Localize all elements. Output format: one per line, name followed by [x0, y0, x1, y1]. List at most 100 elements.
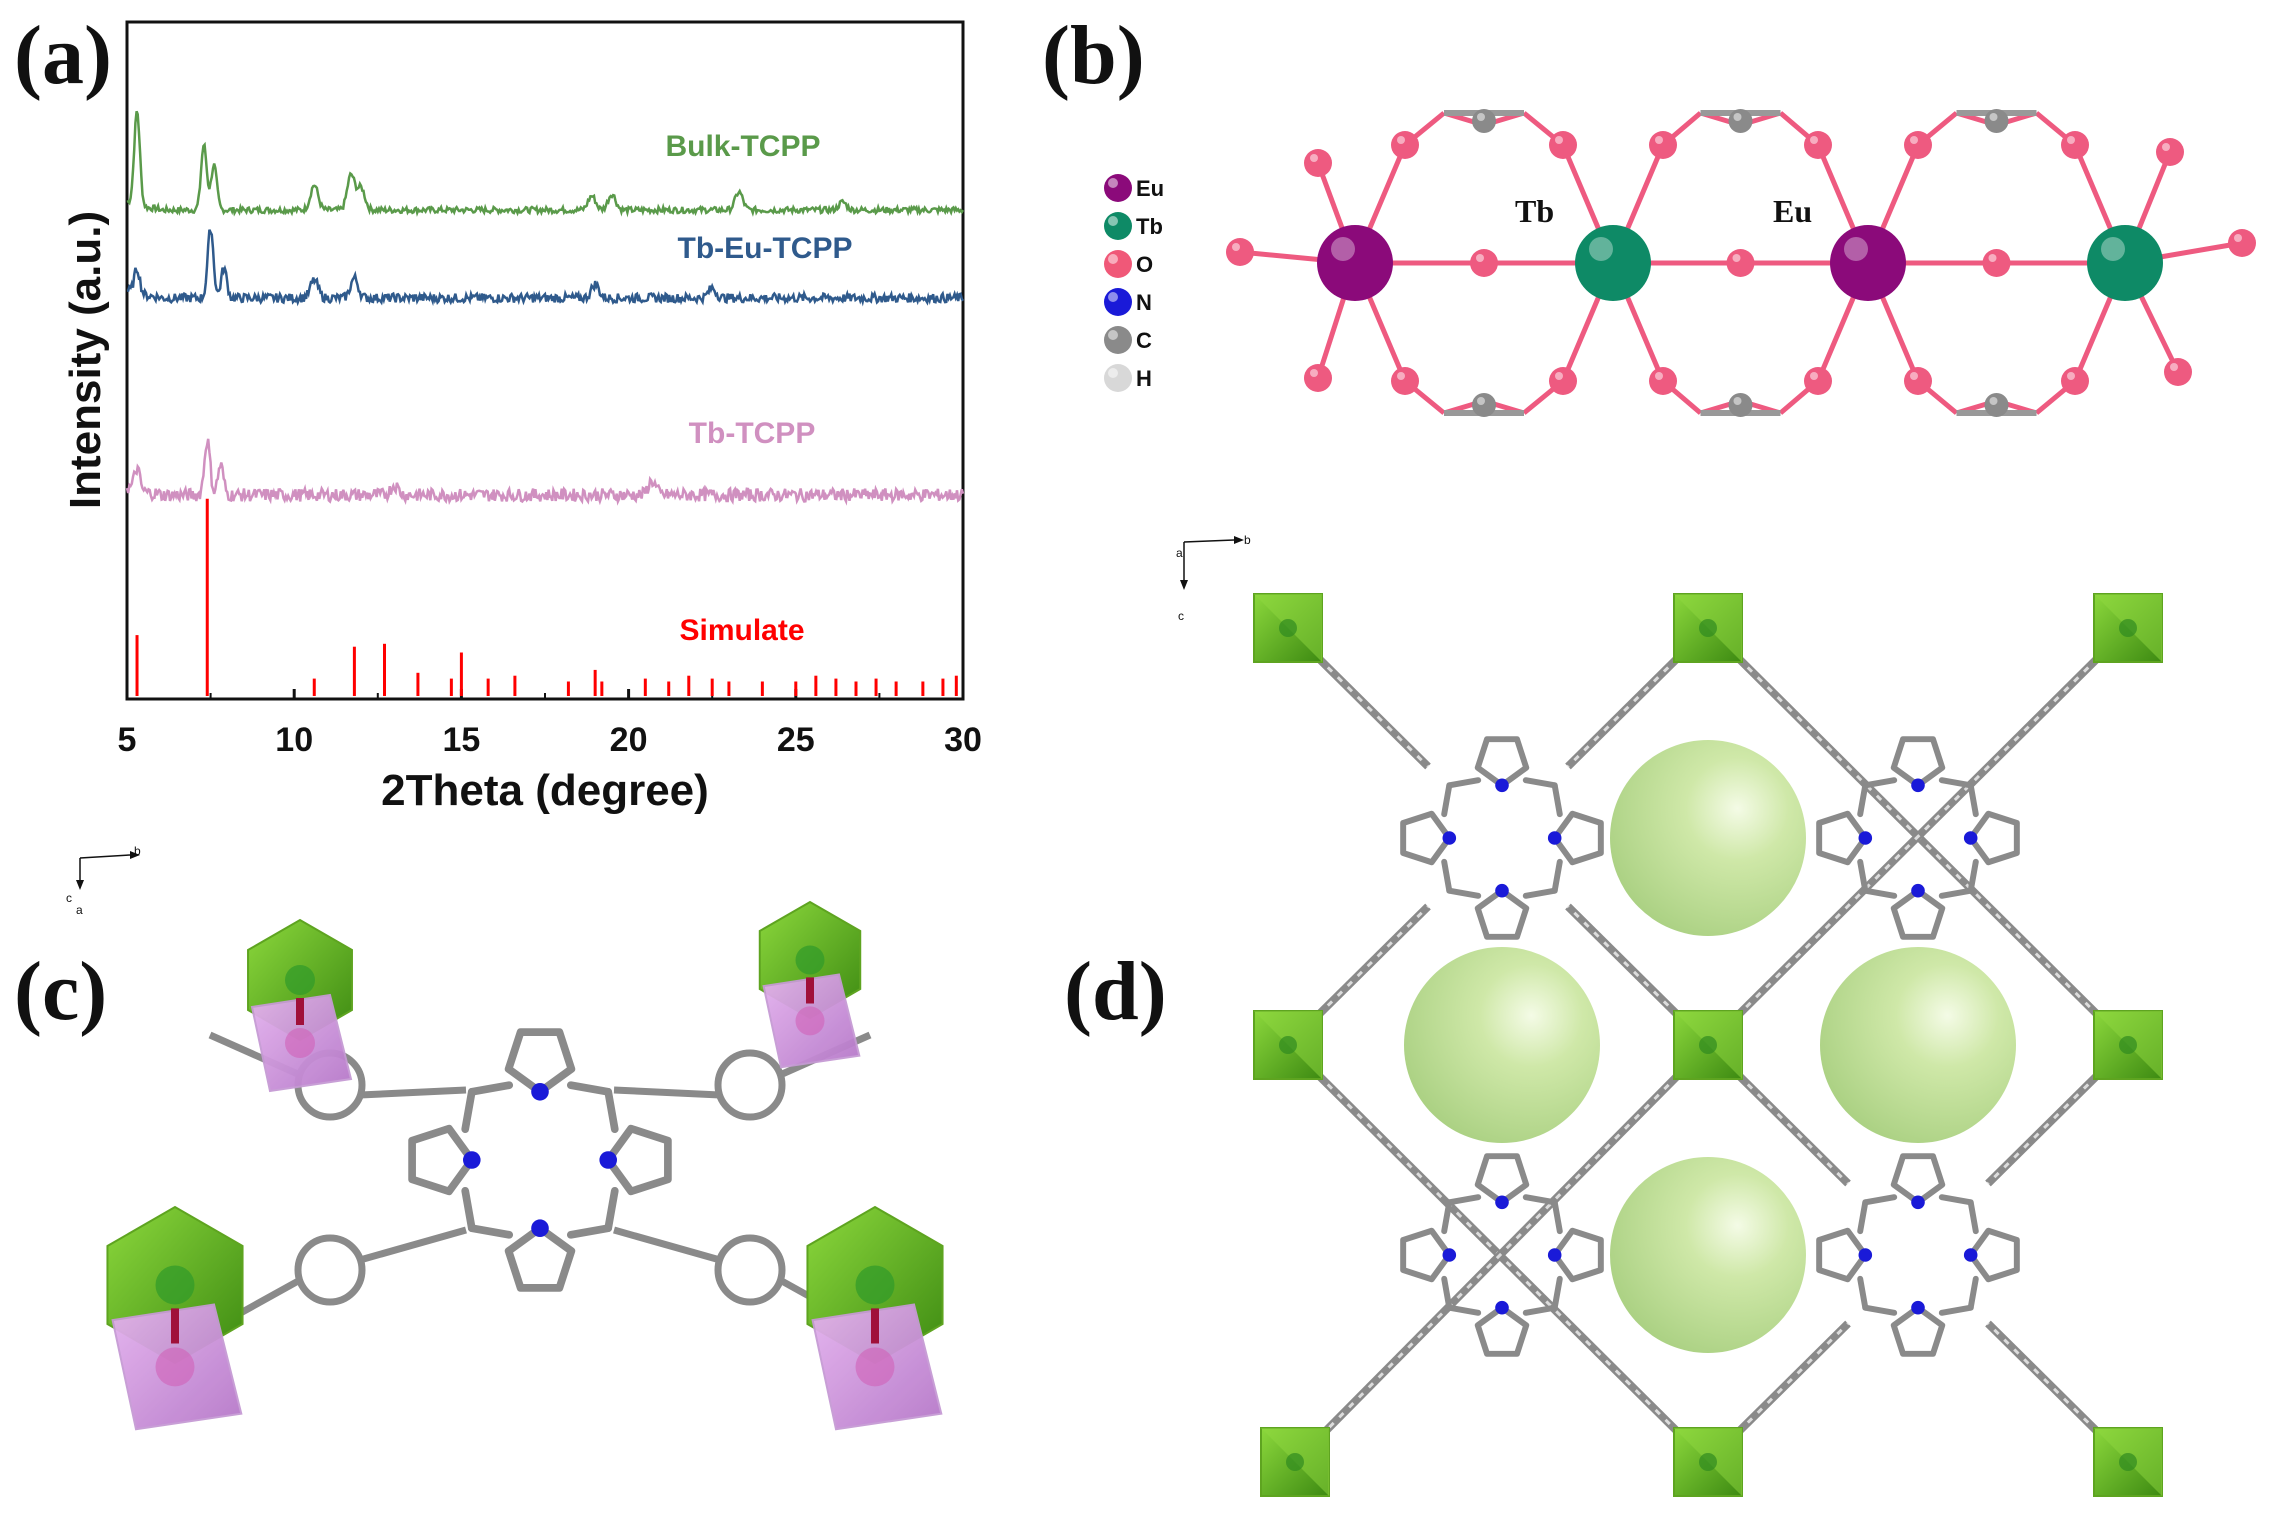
porphyrin-core: [1816, 736, 2020, 940]
panel-label-d: (d): [1064, 945, 1167, 1038]
porphyrin-core: [408, 1028, 672, 1292]
series-label: Simulate: [679, 614, 804, 647]
metal-node: [1253, 1010, 1323, 1080]
series-label: Bulk-TCPP: [665, 130, 820, 163]
linker-bond: [613, 1086, 721, 1099]
metal-node: [1260, 1427, 1330, 1497]
nitrogen-atom: [1495, 778, 1509, 793]
panel-d-axis-triad: a b c: [1176, 533, 1251, 623]
series-label: Tb-Eu-TCPP: [678, 232, 853, 265]
legend-label: O: [1136, 252, 1153, 277]
porphyrin-core: [1816, 1153, 2020, 1357]
nitrogen-atom: [1858, 831, 1873, 845]
x-tick-label: 10: [275, 721, 313, 759]
metal-node: [2093, 1427, 2163, 1497]
y-axis-label: Intensity (a.u.): [61, 211, 110, 509]
legend-label: Tb: [1136, 214, 1163, 239]
legend-item-eu: Eu: [1104, 174, 1164, 202]
metal-cluster-sbu: [758, 900, 862, 1069]
legend-item-tb: Tb: [1104, 212, 1163, 240]
pore-sphere: [1610, 1157, 1806, 1353]
pore-sphere: [1820, 947, 2016, 1143]
nitrogen-atom: [1442, 831, 1457, 845]
pore-sphere: [1404, 947, 1600, 1143]
nitrogen-atom: [1963, 831, 1978, 845]
tb-label: Tb: [1515, 193, 1554, 229]
nitrogen-atom: [1911, 883, 1925, 898]
x-tick-label: 30: [944, 721, 982, 759]
axis-d-b-label: b: [1244, 533, 1251, 547]
tb-atom: [2087, 225, 2163, 301]
panel-label-b: (b): [1042, 9, 1145, 102]
phenyl-ring: [294, 1234, 366, 1306]
linker-strut: [1292, 1042, 1711, 1465]
nitrogen-atom: [1547, 1248, 1562, 1262]
legend-item-n: N: [1104, 288, 1152, 316]
metal-node: [2093, 593, 2163, 663]
nitrogen-atom: [1442, 1248, 1457, 1262]
series-label: Tb-TCPP: [689, 417, 816, 450]
nitrogen-atom: [463, 1151, 481, 1169]
nitrogen-atom: [531, 1219, 549, 1237]
nitrogen-atom: [1495, 1195, 1509, 1210]
nitrogen-atom: [599, 1151, 617, 1169]
linker-bond: [613, 1226, 721, 1264]
legend-label: N: [1136, 290, 1152, 315]
axis-d-a-label: a: [1176, 546, 1183, 560]
nitrogen-atom: [1858, 1248, 1873, 1262]
panel-label-c: (c): [14, 945, 108, 1038]
nitrogen-atom: [1495, 883, 1509, 898]
x-axis-label: 2Theta (degree): [381, 766, 709, 815]
metal-cluster-sbu: [247, 918, 353, 1093]
series-line-bulk-tcpp: [126, 110, 965, 218]
pore-sphere: [1610, 740, 1806, 936]
nitrogen-atom: [1911, 1195, 1925, 1210]
eu-label: Eu: [1773, 193, 1812, 229]
porphyrin-core: [1400, 1153, 1604, 1357]
axis-c-label: c: [66, 891, 72, 905]
phenyl-ring: [714, 1049, 786, 1121]
x-tick-label: 5: [118, 721, 137, 759]
axis-b-label: b: [134, 844, 141, 858]
linker-bond: [359, 1226, 467, 1264]
tb-atom: [1575, 225, 1651, 301]
nitrogen-atom: [1495, 1300, 1509, 1315]
nitrogen-atom: [1547, 831, 1562, 845]
x-tick-label: 25: [777, 721, 815, 759]
metal-node: [1673, 593, 1743, 663]
linker-bond: [359, 1086, 467, 1099]
series-line-tb-tcpp: [125, 438, 965, 506]
series-line-tb-eu-tcpp: [126, 229, 965, 307]
legend-label: Eu: [1136, 176, 1164, 201]
nitrogen-atom: [1911, 778, 1925, 793]
nitrogen-atom: [1963, 1248, 1978, 1262]
legend-label: H: [1136, 366, 1152, 391]
x-tick-label: 15: [442, 721, 480, 759]
metal-node: [1673, 1427, 1743, 1497]
eu-atom: [1317, 225, 1393, 301]
metal-chain-diagram: [1226, 109, 2256, 417]
metal-cluster-sbu: [806, 1205, 944, 1431]
phenyl-ring: [714, 1234, 786, 1306]
eu-atom: [1830, 225, 1906, 301]
panel-c-axis-triad: b c a: [66, 844, 141, 917]
nitrogen-atom: [531, 1083, 549, 1101]
axis-d-c-label: c: [1178, 609, 1184, 623]
nitrogen-atom: [1911, 1300, 1925, 1315]
metal-node: [1673, 1010, 1743, 1080]
axis-a-label: a: [76, 903, 83, 917]
metal-node: [2093, 1010, 2163, 1080]
x-tick-label: 20: [610, 721, 648, 759]
metal-node: [1253, 593, 1323, 663]
porphyrin-core: [1400, 736, 1604, 940]
metal-cluster-sbu: [106, 1205, 244, 1431]
legend-item-c: C: [1104, 326, 1152, 354]
legend-item-h: H: [1104, 364, 1152, 392]
legend-item-o: O: [1104, 250, 1153, 278]
legend-label: C: [1136, 328, 1152, 353]
panel-label-a: (a): [14, 9, 112, 102]
